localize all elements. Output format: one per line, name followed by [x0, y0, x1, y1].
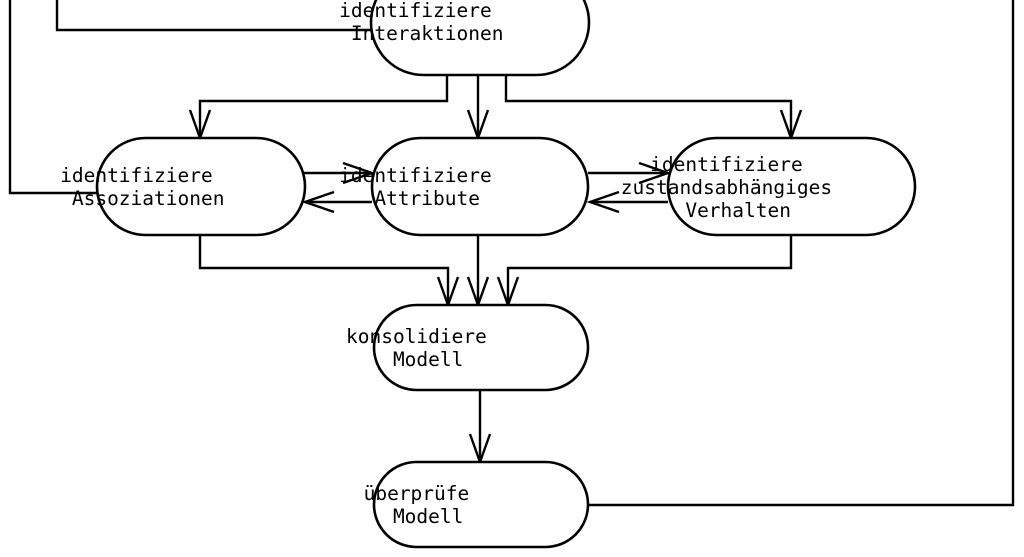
node-ueberpruefe-shape: [372, 460, 590, 549]
node-verhalten-shape: [666, 136, 917, 237]
node-verhalten-line1: identifiziere: [650, 153, 803, 176]
node-konsolidiere-shape: [372, 303, 590, 392]
node-attribute-line2: Attribute: [374, 187, 480, 210]
node-konsolidiere-line1: konsolidiere: [346, 325, 487, 348]
node-konsolidiere[interactable]: konsolidiere Modell: [346, 303, 616, 392]
node-attribute[interactable]: identifiziere Attribute: [339, 136, 621, 237]
edge-assoziationen-feedback-left: [8, 0, 97, 195]
node-ueberpruefe-label: überprüfe Modell: [364, 482, 599, 528]
edge-ueberpruefe-feedback-right: [588, 0, 1015, 507]
arrowhead-verhalten-to-attribute: [586, 190, 620, 214]
node-assoziationen-line1: identifiziere: [60, 164, 213, 187]
node-ueberpruefe-line1: überprüfe: [364, 482, 470, 505]
node-layer: identifiziere Interaktionen identifizier…: [60, 0, 961, 549]
edge-interaktionen-feedback-left: [55, 0, 371, 32]
node-assoziationen-line2: Assoziationen: [72, 187, 225, 210]
node-interaktionen-line2: Interaktionen: [351, 22, 504, 45]
node-assoziationen[interactable]: identifiziere Assoziationen: [60, 136, 342, 237]
edge-interaktionen-to-verhalten: [504, 75, 793, 137]
arrowhead-assoziationen-to-attribute: [342, 161, 376, 185]
edge-assoziationen-to-konsolidiere: [198, 236, 450, 304]
node-konsolidiere-line2: Modell: [393, 348, 463, 371]
node-ueberpruefe[interactable]: überprüfe Modell: [364, 460, 599, 549]
node-interaktionen-label: identifiziere Interaktionen: [339, 0, 621, 45]
edge-verhalten-to-konsolidiere: [506, 236, 793, 304]
node-ueberpruefe-line2: Modell: [393, 505, 463, 528]
node-attribute-label: identifiziere Attribute: [339, 164, 621, 210]
node-interaktionen-shape: [369, 0, 591, 77]
edge-interaktionen-to-assoziationen: [198, 75, 449, 137]
node-assoziationen-label: identifiziere Assoziationen: [60, 164, 342, 210]
arrowhead-attribute-to-assoziationen: [301, 190, 335, 214]
node-interaktionen[interactable]: identifiziere Interaktionen: [339, 0, 621, 77]
node-verhalten-line3: Verhalten: [685, 199, 791, 222]
node-verhalten-line2: zustandsabhängiges: [621, 176, 832, 199]
node-attribute-shape: [370, 136, 590, 237]
node-konsolidiere-label: konsolidiere Modell: [346, 325, 616, 371]
edge-layer: [8, 0, 1015, 507]
arrowhead-attribute-to-verhalten: [638, 161, 672, 185]
node-attribute-line1: identifiziere: [339, 164, 492, 187]
node-interaktionen-line1: identifiziere: [339, 0, 492, 22]
node-assoziationen-shape: [95, 136, 307, 237]
node-verhalten[interactable]: identifiziere zustandsabhängiges Verhalt…: [621, 136, 961, 237]
node-verhalten-label: identifiziere zustandsabhängiges Verhalt…: [621, 153, 961, 222]
